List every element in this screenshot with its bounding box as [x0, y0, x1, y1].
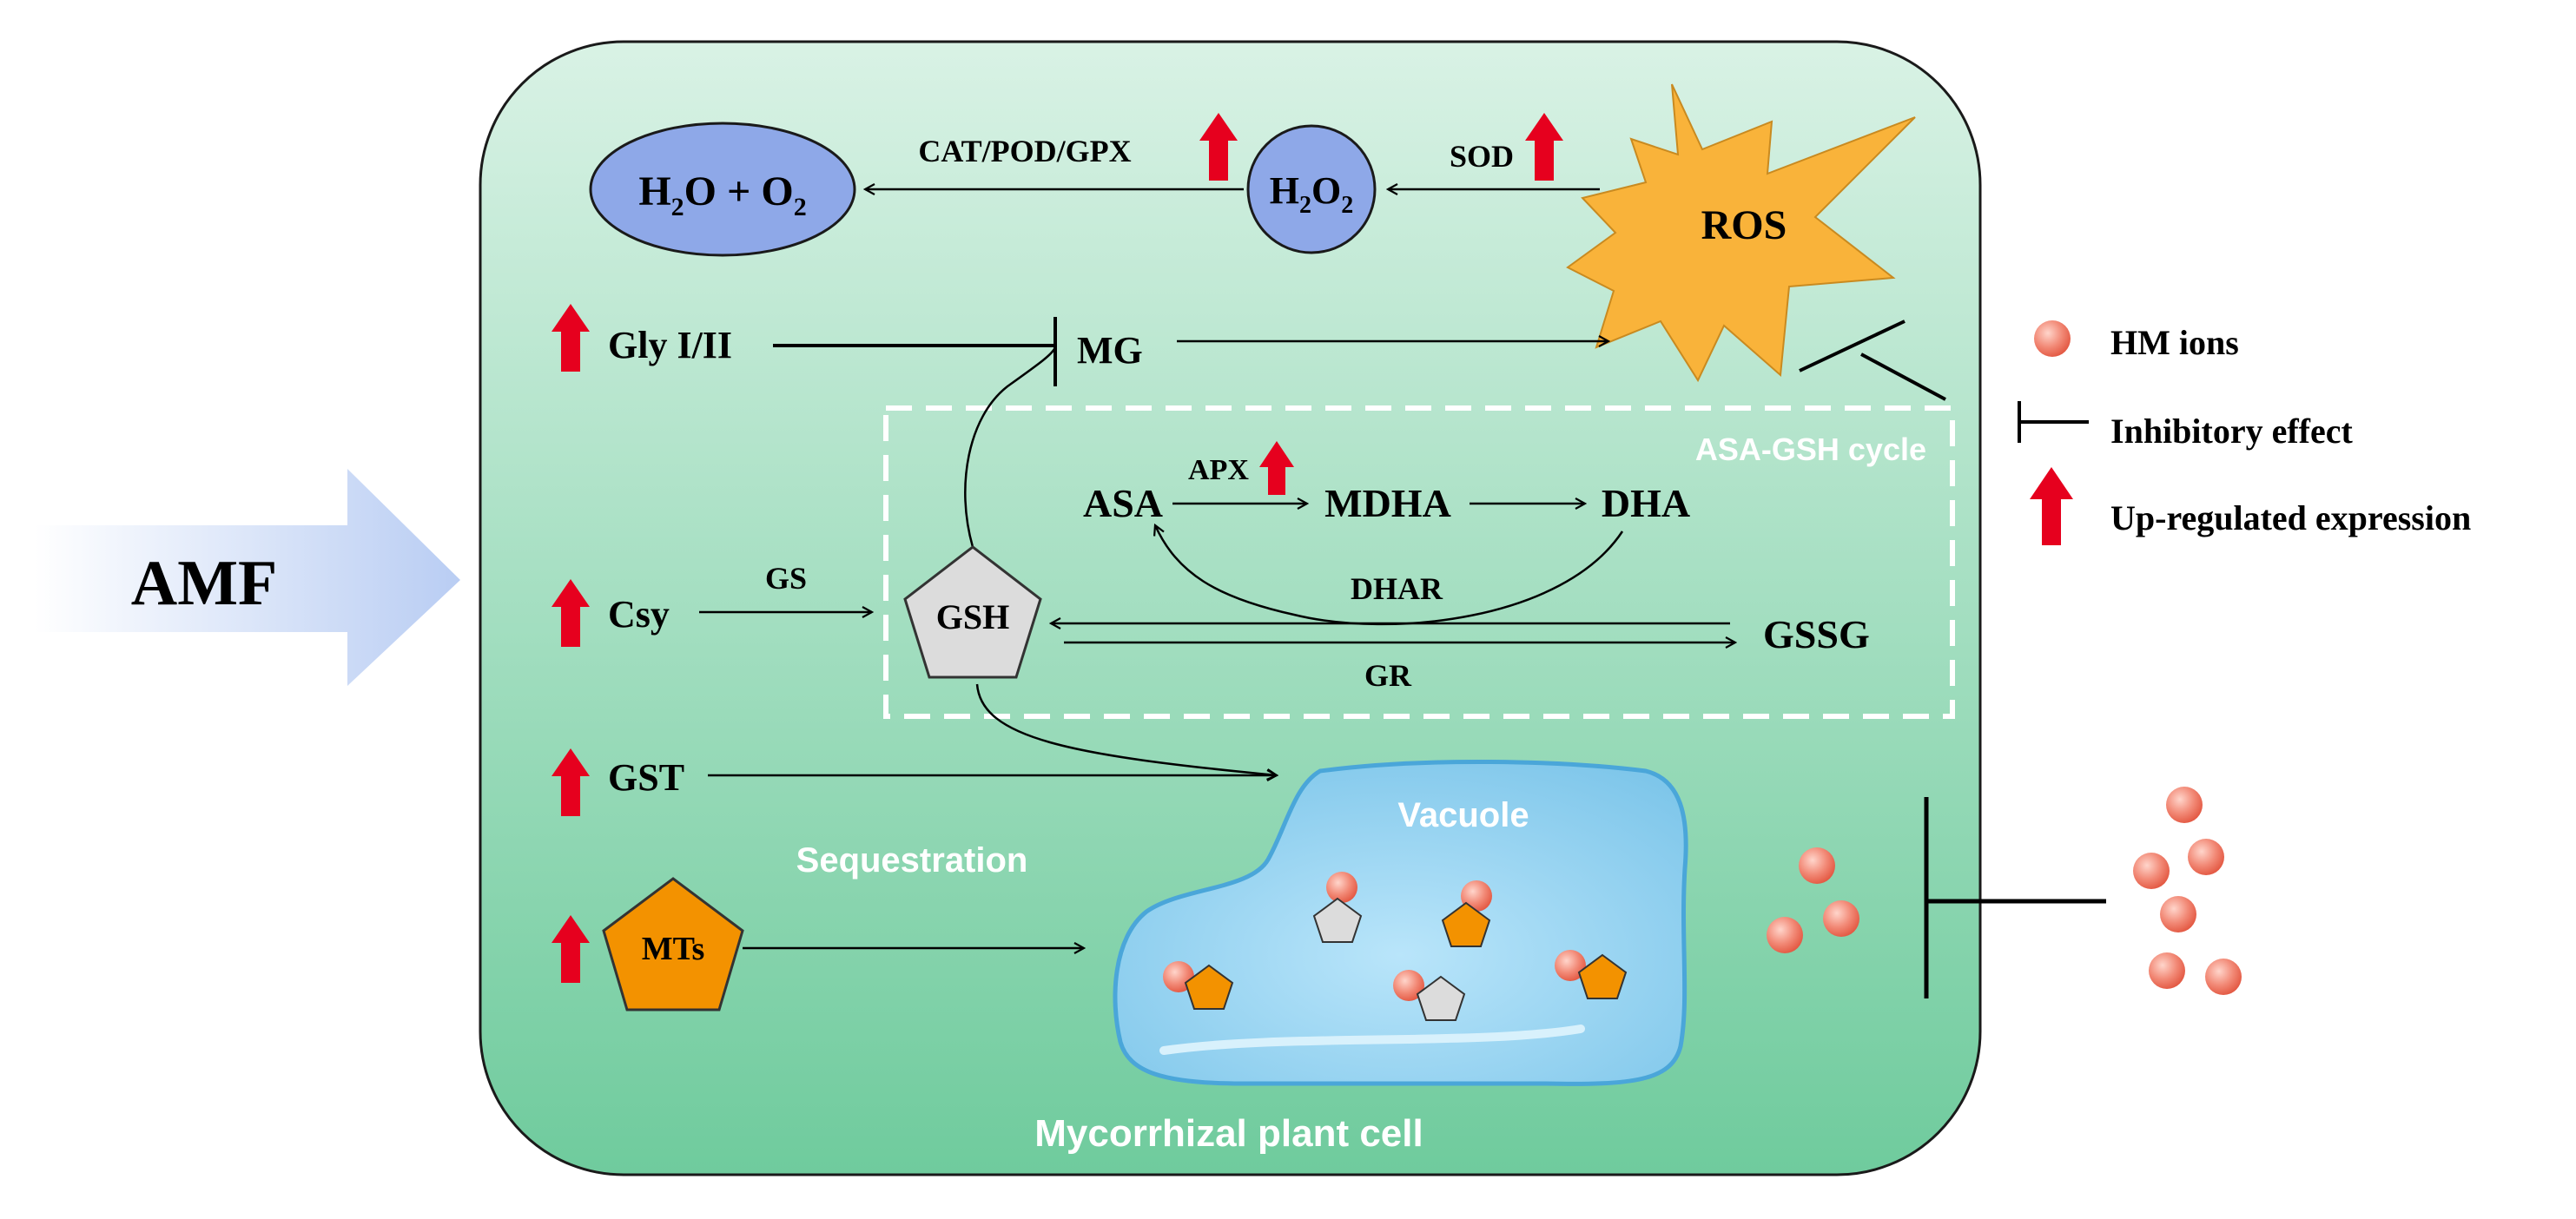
dha-label: DHA	[1602, 481, 1690, 525]
up-arrow-mts	[552, 915, 590, 983]
mg-label: MG	[1077, 329, 1143, 372]
legend-hm-ion-swatch	[2034, 320, 2071, 357]
complex-gsh-1	[1312, 872, 1363, 943]
complex-mts-2	[1163, 961, 1234, 1010]
up-arrow-gst	[552, 748, 590, 816]
up-arrow-cat-pod-gpx	[1199, 113, 1238, 181]
hm-ion	[2133, 853, 2170, 889]
csy-label: Csy	[608, 593, 670, 636]
mts-pentagon	[602, 877, 744, 1011]
apx-label: APX	[1188, 454, 1249, 486]
complex-mts-1	[1441, 880, 1492, 947]
vacuole-shape	[1113, 759, 1688, 1086]
dhar-curve	[1155, 525, 1624, 626]
hm-ion	[2166, 787, 2203, 823]
complex-mts-3	[1555, 950, 1628, 999]
asa-gsh-cycle-label: ASA-GSH cycle	[1695, 432, 1926, 467]
sod-label: SOD	[1450, 139, 1514, 174]
gsh-label: GSH	[936, 597, 1009, 636]
ros-inhibition-line	[1860, 353, 1946, 401]
up-arrow-gly	[552, 304, 590, 372]
up-arrow-sod	[1525, 113, 1563, 181]
gr-label: GR	[1364, 658, 1412, 693]
complex-gsh-2	[1393, 970, 1466, 1021]
ros-inhibition-bar	[1799, 320, 1906, 372]
dhar-label: DHAR	[1351, 571, 1443, 606]
hm-ion	[1767, 917, 1803, 953]
cell-label: Mycorrhizal plant cell	[1034, 1112, 1423, 1155]
hm-ion	[2205, 959, 2242, 995]
water-oxygen-node	[589, 122, 856, 257]
up-arrow-csy	[552, 579, 590, 647]
hm-ion	[2188, 839, 2224, 875]
legend-upregulated: Up-regulated expression	[2110, 498, 2471, 537]
amf-arrow: AMF	[35, 469, 460, 686]
gst-label: GST	[608, 756, 684, 799]
legend-inhibitory: Inhibitory effect	[2110, 412, 2354, 451]
asa-gsh-cycle-box	[883, 405, 1955, 719]
asa-label: ASA	[1083, 481, 1163, 525]
ros-label: ROS	[1701, 202, 1787, 248]
hm-ion	[1799, 847, 1835, 884]
sequestration-label: Sequestration	[796, 841, 1028, 880]
legend-up-arrow	[2030, 467, 2073, 545]
mdha-label: MDHA	[1324, 481, 1451, 525]
hm-ion	[1823, 900, 1859, 937]
gs-label: GS	[765, 561, 807, 596]
vacuole-label: Vacuole	[1397, 796, 1529, 834]
gly-label: Gly I/II	[608, 324, 732, 366]
gssg-label: GSSG	[1763, 612, 1870, 656]
cat-pod-gpx-label: CAT/POD/GPX	[918, 134, 1131, 168]
mts-label: MTs	[642, 931, 705, 967]
gsh-to-vacuole-curve	[975, 683, 1277, 775]
vacuole-highlight	[1159, 1025, 1585, 1055]
hm-ion	[2160, 896, 2196, 932]
up-arrow-apx	[1259, 441, 1294, 495]
ros-burst	[1566, 83, 1916, 383]
gsh-to-mg-curve	[964, 346, 1057, 548]
legend-hm-ions: HM ions	[2110, 323, 2239, 362]
h2o2-node	[1246, 124, 1377, 254]
water-oxygen-label: H2O + O2	[638, 168, 806, 221]
gsh-pentagon	[903, 545, 1042, 679]
hm-ion	[2149, 952, 2185, 989]
h2o2-label: H2O2	[1270, 169, 1353, 219]
legend: HM ions Inhibitory effect Up-regulated e…	[2018, 320, 2471, 545]
amf-label: AMF	[131, 548, 278, 619]
